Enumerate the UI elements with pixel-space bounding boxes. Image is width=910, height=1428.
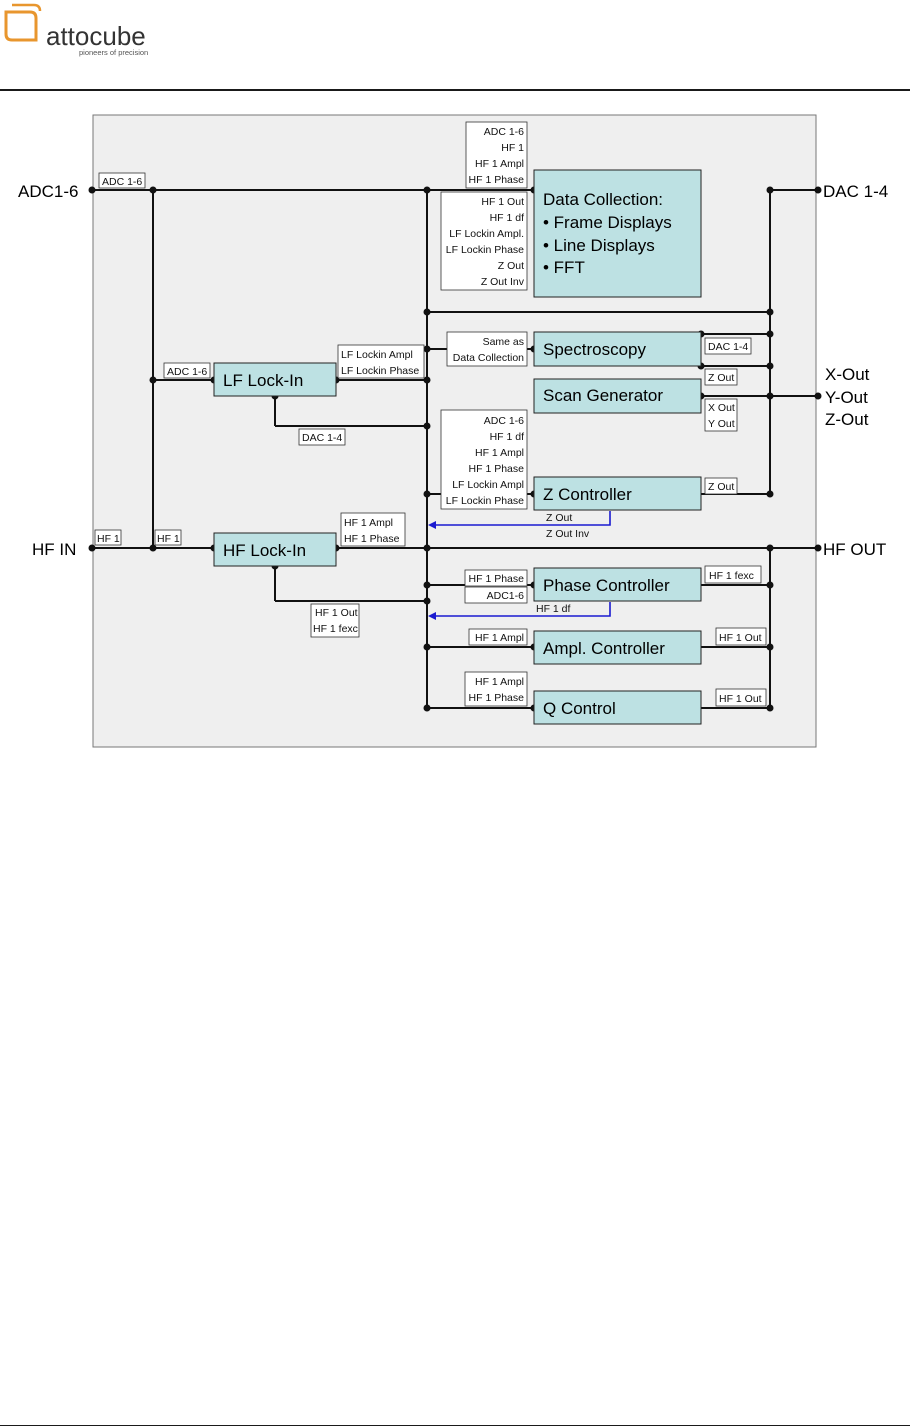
logo-tagline: pioneers of precision xyxy=(79,48,148,57)
dc-input-label: LF Lockin Phase xyxy=(446,244,524,256)
dc-input-label: HF 1 Out xyxy=(481,196,524,208)
ampl-controller-title: Ampl. Controller xyxy=(543,639,665,658)
hf-lockin-title: HF Lock-In xyxy=(223,541,306,560)
dc-input-label: HF 1 xyxy=(501,142,524,154)
lf-dac-label: DAC 1-4 xyxy=(302,432,342,444)
zc-input-label: LF Lockin Phase xyxy=(446,495,524,507)
scan-out-label: X Out xyxy=(708,402,735,414)
zc-out-label: Z Out xyxy=(708,481,734,493)
hf-out-label: HF 1 Ampl xyxy=(344,517,393,529)
block-data-collection: Data Collection: • Frame Displays • Line… xyxy=(533,169,702,298)
zc-input-label: HF 1 Phase xyxy=(469,463,525,475)
data-collection-item: • Frame Displays xyxy=(543,213,672,232)
pc-input-label: ADC1-6 xyxy=(487,590,525,602)
lf-out-label: LF Lockin Ampl xyxy=(341,349,413,361)
ac-out-label: HF 1 Out xyxy=(719,632,762,644)
scan-generator-title: Scan Generator xyxy=(543,386,663,405)
block-spectroscopy: Spectroscopy xyxy=(533,331,702,367)
pc-input-label: HF 1 Phase xyxy=(469,573,525,585)
hf-fb-label: HF 1 fexc xyxy=(313,623,358,635)
port-adc-in: ADC1-6 xyxy=(18,182,78,201)
footer-rule xyxy=(0,1425,910,1426)
scan-out-label: Y Out xyxy=(708,418,735,430)
qc-input-label: HF 1 Ampl xyxy=(475,676,524,688)
zc-input-label: ADC 1-6 xyxy=(484,415,524,427)
zc-input-label: HF 1 Ampl xyxy=(475,447,524,459)
data-collection-item: • FFT xyxy=(543,258,585,277)
lf-out-label: LF Lockin Phase xyxy=(341,365,419,377)
block-lf-lockin: LF Lock-In xyxy=(213,362,337,397)
pc-fb-label: HF 1 df xyxy=(536,603,571,615)
logo-wordmark: attocube xyxy=(46,21,146,51)
feedback-arrows xyxy=(428,511,611,620)
port-dac-out: DAC 1-4 xyxy=(823,182,888,201)
z-controller-title: Z Controller xyxy=(543,485,632,504)
signal-flow-diagram: Data Collection: • Frame Displays • Line… xyxy=(18,114,888,748)
spectroscopy-title: Spectroscopy xyxy=(543,340,646,359)
block-q-control: Q Control xyxy=(533,690,702,725)
data-collection-title: Data Collection: xyxy=(543,190,663,209)
dc-input-label: HF 1 df xyxy=(490,212,525,224)
hf1-label: HF 1 xyxy=(97,533,120,545)
hf-fb-label: HF 1 Out xyxy=(315,607,358,619)
port-y-out: Y-Out xyxy=(825,388,868,407)
block-z-controller: Z Controller xyxy=(533,476,702,511)
block-hf-lockin: HF Lock-In xyxy=(213,532,337,567)
lf-lockin-title: LF Lock-In xyxy=(223,371,303,390)
block-phase-controller: Phase Controller xyxy=(533,567,702,602)
dc-input-label: ADC 1-6 xyxy=(484,126,524,138)
ac-input-label: HF 1 Ampl xyxy=(475,632,524,644)
zc-input-label: HF 1 df xyxy=(490,431,525,443)
zc-input-label: LF Lockin Ampl xyxy=(452,479,524,491)
spec-out-label: DAC 1-4 xyxy=(708,341,748,353)
header-rule xyxy=(0,89,910,91)
hf-out-label: HF 1 Phase xyxy=(344,533,400,545)
port-x-out: X-Out xyxy=(825,365,870,384)
zc-feedback-label: Z Out Inv xyxy=(546,528,590,540)
dc-input-label: HF 1 Phase xyxy=(469,174,525,186)
qc-out-label: HF 1 Out xyxy=(719,693,762,705)
attocube-logo: attocube pioneers of precision xyxy=(4,3,148,57)
dc-input-label: Z Out xyxy=(498,260,524,272)
data-collection-item: • Line Displays xyxy=(543,236,655,255)
block-ampl-controller: Ampl. Controller xyxy=(533,630,702,665)
pc-out-label: HF 1 fexc xyxy=(709,570,754,582)
spec-input-label: Data Collection xyxy=(453,352,524,364)
q-control-title: Q Control xyxy=(543,699,616,718)
phase-controller-title: Phase Controller xyxy=(543,576,670,595)
spec-input-label: Same as xyxy=(483,336,524,348)
zc-feedback-label: Z Out xyxy=(546,512,572,524)
spec-zout-label: Z Out xyxy=(708,372,734,384)
logo-mark-icon xyxy=(4,10,38,42)
adc-bus-label: ADC 1-6 xyxy=(102,176,142,188)
block-scan-generator: Scan Generator xyxy=(533,378,702,414)
qc-input-label: HF 1 Phase xyxy=(469,692,525,704)
hf1-label: HF 1 xyxy=(157,533,180,545)
lf-in-label: ADC 1-6 xyxy=(167,366,207,378)
dc-input-label: Z Out Inv xyxy=(481,276,525,288)
dc-input-label: HF 1 Ampl xyxy=(475,158,524,170)
port-z-out: Z-Out xyxy=(825,410,869,429)
port-hf-out: HF OUT xyxy=(823,540,886,559)
port-hf-in: HF IN xyxy=(32,540,76,559)
dc-input-label: LF Lockin Ampl. xyxy=(449,228,524,240)
